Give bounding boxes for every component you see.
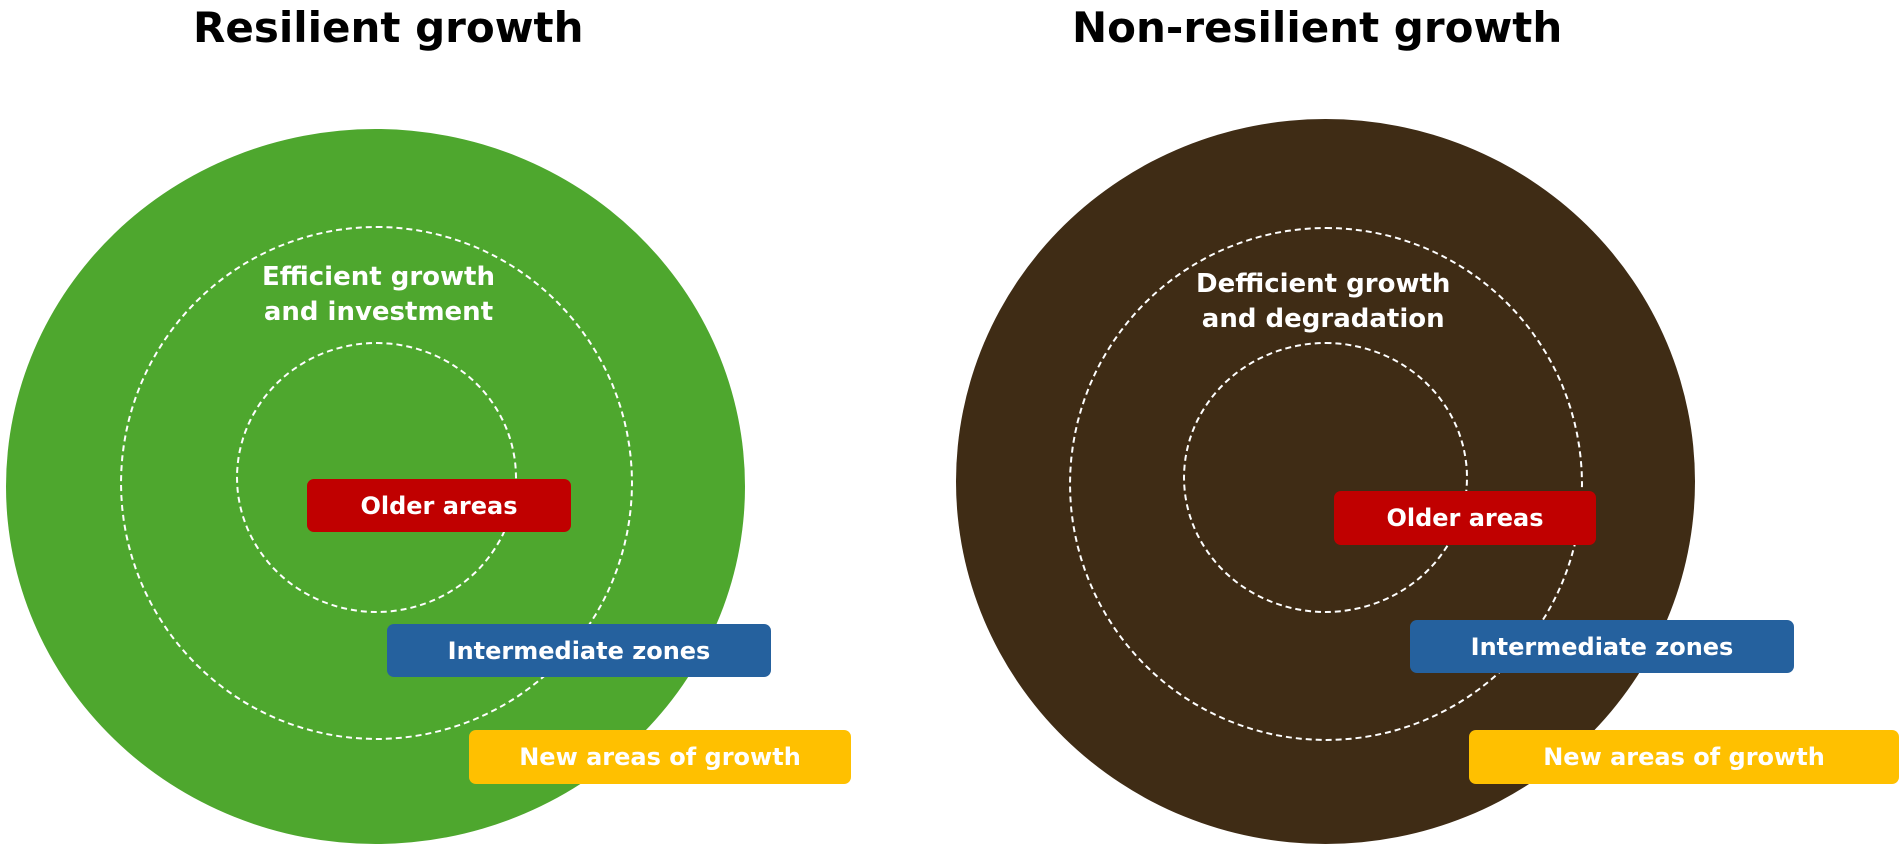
new-areas-of-growth-label-left: New areas of growth (469, 730, 851, 784)
non-resilient-growth-title: Non-resilient growth (1072, 3, 1563, 52)
efficient-growth-label-line1: Efficient growth (262, 262, 495, 292)
intermediate-zone-ring-left (120, 226, 633, 740)
older-area-ring-left (236, 342, 517, 613)
older-area-ring-right (1183, 342, 1468, 613)
intermediate-zones-label-right: Intermediate zones (1410, 620, 1794, 673)
resilient-growth-title: Resilient growth (193, 3, 584, 52)
intermediate-zone-ring-right (1069, 227, 1583, 741)
older-areas-label-right: Older areas (1334, 491, 1596, 545)
new-areas-of-growth-label-right: New areas of growth (1469, 730, 1899, 784)
intermediate-zones-label-left: Intermediate zones (387, 624, 771, 677)
efficient-growth-label-line2: and investment (263, 297, 494, 327)
deficient-growth-label-line1: Defficient growth (1196, 269, 1451, 299)
efficient-growth-label: Efficient growth and investment (262, 260, 495, 330)
deficient-growth-label: Defficient growth and degradation (1196, 267, 1450, 337)
older-areas-label-left: Older areas (307, 479, 571, 532)
deficient-growth-label-line2: and degradation (1201, 304, 1445, 334)
